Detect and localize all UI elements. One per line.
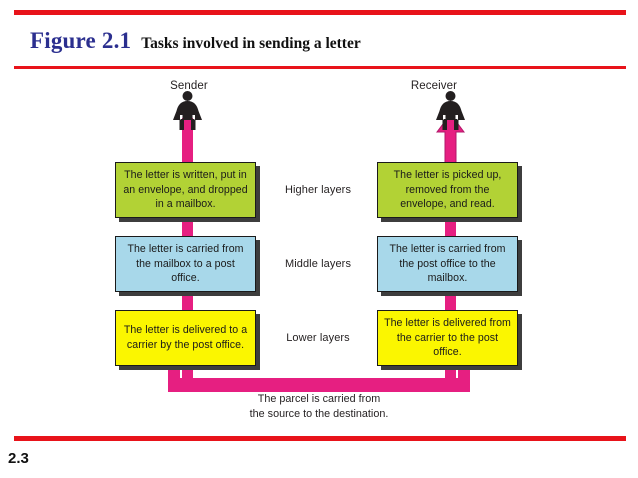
left-path-segment-middle-to-lower bbox=[182, 290, 193, 312]
layer-label-lower: Lower layers bbox=[286, 332, 350, 344]
layer-label-middle: Middle layers bbox=[284, 258, 352, 270]
receiver-middle-layer-box[interactable]: The letter is carried from the post offi… bbox=[377, 236, 518, 292]
figure-label: Figure 2.1 bbox=[30, 28, 132, 53]
sender-person-icon bbox=[173, 91, 202, 130]
left-path-segment-higher-to-middle bbox=[182, 216, 193, 238]
bottom-corridor-bar bbox=[168, 380, 470, 392]
bottom-caption-line-1: The parcel is carried from bbox=[257, 393, 381, 405]
right-path-segment-middle-to-higher bbox=[445, 216, 456, 238]
diagram-graphics bbox=[168, 91, 470, 392]
slide-title: Figure 2.1 Tasks involved in sending a l… bbox=[30, 28, 361, 54]
layer-label-higher: Higher layers bbox=[284, 184, 352, 196]
bottom-corridor-white-inner bbox=[180, 366, 458, 378]
sender-higher-layer-box[interactable]: The letter is written, put in an envelop… bbox=[115, 162, 256, 218]
figure-description: Tasks involved in sending a letter bbox=[141, 35, 361, 52]
sender-lower-layer-box[interactable]: The letter is delivered to a carrier by … bbox=[115, 310, 256, 366]
bottom-corridor-left-riser bbox=[168, 364, 178, 392]
bottom-caption: The parcel is carried from the source to… bbox=[179, 392, 459, 422]
bottom-corridor-right-riser bbox=[460, 364, 470, 392]
receiver-up-arrow-icon bbox=[436, 113, 465, 165]
left-path-segment-person-to-higher bbox=[182, 118, 193, 164]
right-path-segment-lower-to-middle bbox=[445, 290, 456, 312]
receiver-higher-layer-box[interactable]: The letter is picked up, removed from th… bbox=[377, 162, 518, 218]
top-rule bbox=[14, 10, 626, 15]
bottom-rule bbox=[14, 436, 626, 441]
title-underline-rule bbox=[14, 66, 626, 69]
left-path-into-corridor bbox=[182, 364, 193, 380]
receiver-label: Receiver bbox=[410, 80, 458, 92]
sender-label: Sender bbox=[170, 80, 208, 92]
figure-diagram: Sender Receiver The letter is written, p… bbox=[0, 70, 638, 430]
receiver-person-icon bbox=[436, 91, 465, 130]
page-number: 2.3 bbox=[8, 450, 29, 467]
bottom-caption-line-2: the source to the destination. bbox=[249, 408, 389, 421]
sender-middle-layer-box[interactable]: The letter is carried from the mailbox t… bbox=[115, 236, 256, 292]
right-path-from-corridor bbox=[445, 364, 456, 380]
receiver-lower-layer-box[interactable]: The letter is delivered from the carrier… bbox=[377, 310, 518, 366]
